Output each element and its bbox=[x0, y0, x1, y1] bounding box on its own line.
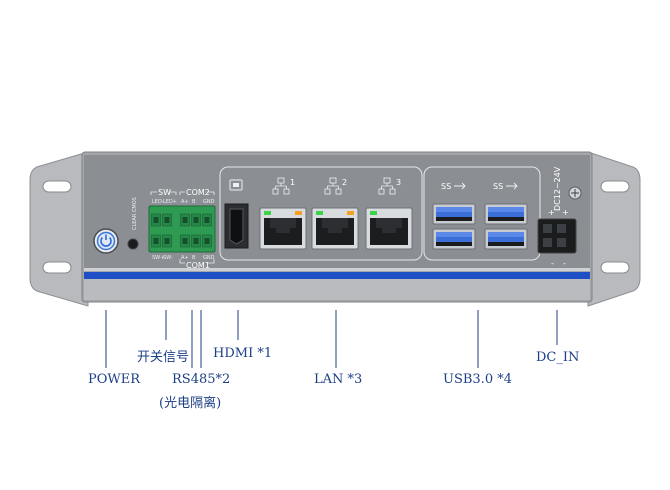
lan-port[interactable] bbox=[365, 207, 413, 250]
dc-in-connector[interactable] bbox=[537, 218, 577, 254]
terminal-screw bbox=[191, 234, 201, 248]
pin-label-top: A+ bbox=[181, 199, 189, 205]
com1-label: COM1 bbox=[186, 261, 210, 270]
network-icon bbox=[378, 177, 396, 195]
right-mounting-bracket bbox=[587, 151, 641, 307]
pin-label-bottom: B bbox=[192, 255, 196, 261]
lan-link-led bbox=[264, 211, 271, 215]
left-mounting-bracket bbox=[29, 151, 89, 307]
usb-ss-mark: SS bbox=[441, 182, 451, 191]
pin-label-bottom: A+ bbox=[181, 255, 189, 261]
terminal-block[interactable] bbox=[148, 205, 216, 253]
usb3-port[interactable] bbox=[432, 203, 476, 225]
callout-rs485-note: (光电隔离) bbox=[159, 396, 222, 411]
pin-label-top: LED+ bbox=[163, 199, 177, 205]
terminal-screw bbox=[191, 213, 201, 227]
lan-port[interactable] bbox=[311, 207, 359, 250]
header-brackets bbox=[150, 191, 215, 264]
dc-voltage-label: DC12~24V bbox=[553, 166, 562, 211]
usb-ss-mark: SS bbox=[493, 182, 503, 191]
lan-port[interactable] bbox=[259, 207, 307, 250]
com2-label: COM2 bbox=[186, 188, 210, 197]
callout-hdmi: HDMI *1 bbox=[213, 346, 273, 361]
hdmi-port[interactable] bbox=[224, 203, 249, 249]
terminal-screw bbox=[202, 234, 212, 248]
lan-number: 3 bbox=[396, 178, 401, 187]
lan-activity-led bbox=[347, 211, 354, 215]
sw-label: SW bbox=[158, 188, 171, 197]
dc-minus-label-2: - bbox=[563, 259, 566, 268]
power-button[interactable] bbox=[93, 228, 119, 254]
callout-rs485: RS485*2 bbox=[172, 372, 231, 387]
lan-link-led bbox=[316, 211, 323, 215]
dc-plus-label: + bbox=[548, 208, 555, 217]
terminal-screw bbox=[180, 213, 190, 227]
usb-icon: SS bbox=[441, 182, 466, 191]
terminal-screw bbox=[151, 234, 161, 248]
terminal-screw bbox=[162, 213, 172, 227]
callout-leader-lines bbox=[105, 310, 558, 368]
hdmi-icon bbox=[229, 179, 243, 191]
lan-number: 1 bbox=[290, 178, 295, 187]
usb-icon: SS bbox=[493, 182, 518, 191]
lan-link-led bbox=[370, 211, 377, 215]
ground-icon bbox=[568, 186, 582, 200]
pin-label-top: LED- bbox=[152, 199, 164, 205]
dc-plus-label-2: + bbox=[562, 208, 569, 217]
blue-stripe bbox=[84, 272, 590, 279]
pin-label-bottom: GND bbox=[203, 255, 215, 261]
callout-power: POWER bbox=[88, 372, 141, 387]
terminal-screw bbox=[162, 234, 172, 248]
lan-activity-led bbox=[295, 211, 302, 215]
pin-label-top: B bbox=[192, 199, 196, 205]
callout-usb: USB3.0 *4 bbox=[443, 372, 512, 387]
clear-cmos-button[interactable] bbox=[127, 238, 139, 250]
clear-cmos-label: CLEAR CMOS bbox=[132, 197, 138, 230]
usb3-port[interactable] bbox=[484, 228, 528, 250]
dc-minus-label: - bbox=[551, 259, 554, 268]
io-panel-outline bbox=[219, 166, 423, 261]
pin-label-bottom: SW+ bbox=[152, 255, 164, 261]
network-icon bbox=[272, 177, 290, 195]
usb-panel-outline bbox=[423, 166, 541, 261]
pin-label-top: GND bbox=[203, 199, 215, 205]
power-icon bbox=[100, 237, 112, 247]
callout-dc-in: DC_IN bbox=[536, 350, 580, 365]
lan-number: 2 bbox=[342, 178, 347, 187]
terminal-screw bbox=[202, 213, 212, 227]
usb3-port[interactable] bbox=[484, 203, 528, 225]
pin-label-bottom: SW- bbox=[163, 255, 173, 261]
callout-lan: LAN *3 bbox=[314, 372, 363, 387]
usb3-port[interactable] bbox=[432, 228, 476, 250]
network-icon bbox=[324, 177, 342, 195]
terminal-screw bbox=[180, 234, 190, 248]
terminal-screw bbox=[151, 213, 161, 227]
callout-switch-signal: 开关信号 bbox=[137, 350, 190, 365]
